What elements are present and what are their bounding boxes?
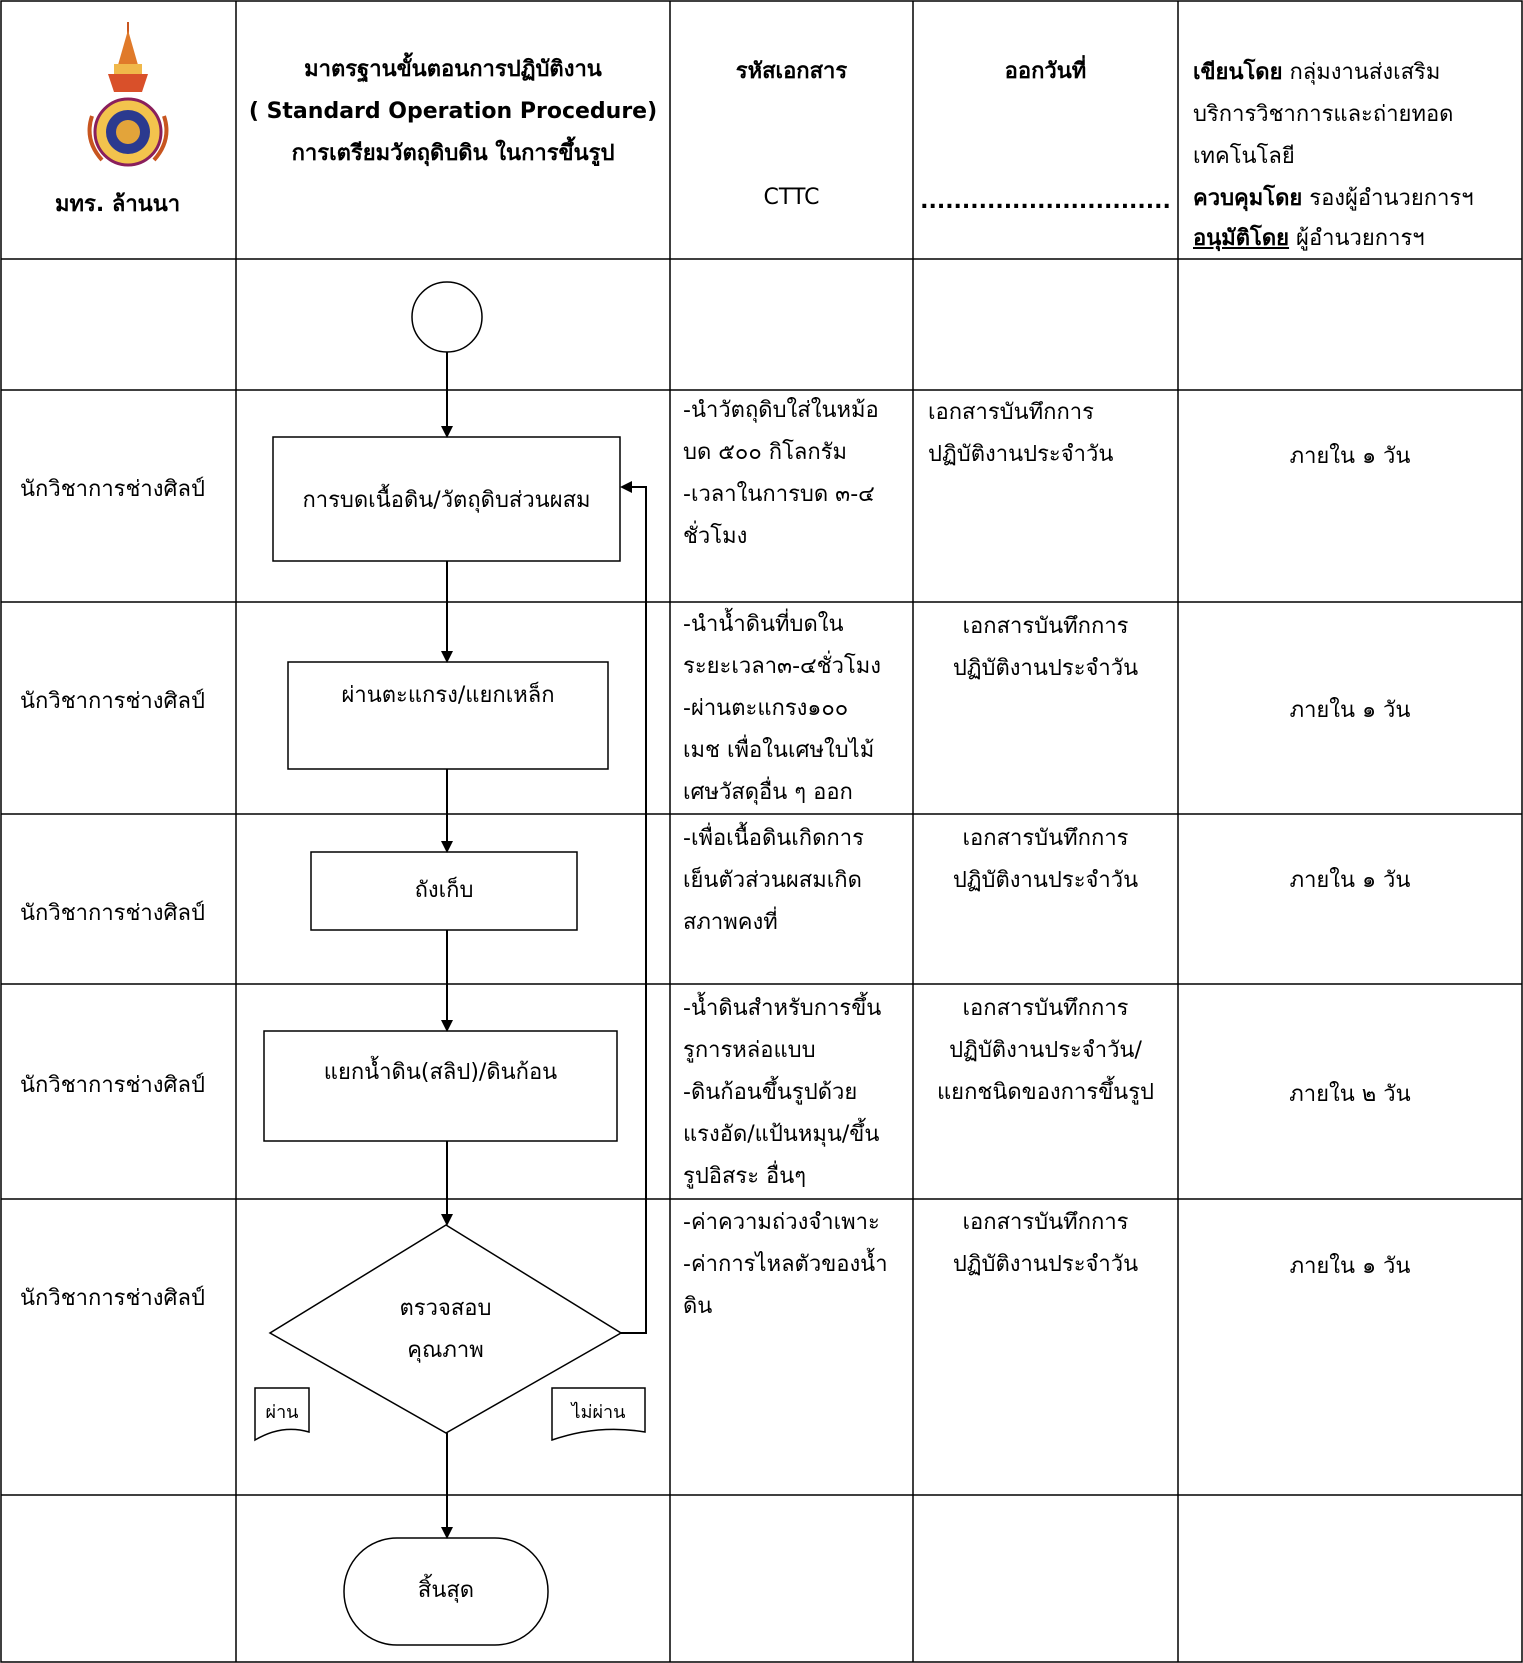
approved-by: อนุมัติโดย ผู้อำนวยการฯ [1193,218,1425,260]
approved-by-label: อนุมัติโดย [1193,226,1290,251]
doc-code-label: รหัสเอกสาร [735,59,848,84]
decision-label-line-2: คุณภาพ [407,1338,484,1363]
process-box-4 [263,1030,618,1142]
detail-1-line-4: ชั่วโมง [683,524,748,549]
title-line-1: มาตรฐานขั้นตอนการปฏิบัติงาน [304,57,602,82]
controlled-by-label: ควบคุมโดย [1193,186,1303,211]
detail-2-line-3: -ผ่านตะแกรง๑๐๐ [683,696,849,721]
document-4-line-3: แยกชนิดของการขึ้นรูป [937,1080,1154,1105]
document-2-line-2: ปฏิบัติงานประจำวัน [952,656,1139,681]
process-box-3 [310,851,578,931]
detail-4-line-3: -ดินก้อนขึ้นรูปด้วย [683,1080,858,1105]
written-by: เขียนโดย กลุ่มงานส่งเสริม [1193,52,1440,94]
start-circle [411,281,483,353]
process-box-2 [287,661,609,770]
approved-by-value: ผู้อำนวยการฯ [1296,226,1425,251]
document-3-line-1: เอกสารบันทึกการ [962,826,1129,851]
fail-label: ไม่ผ่าน [571,1402,626,1423]
role-step-1: นักวิชาการช่างศิลป์ [20,477,205,502]
duration-1: ภายใน ๑ วัน [1289,444,1411,469]
document-1-line-2: ปฏิบัติงานประจำวัน [928,442,1114,467]
detail-4-line-5: รูปอิสระ อื่นๆ [683,1164,807,1189]
process-label-2: ผ่านตะแกรง/แยกเหล็ก [341,683,555,708]
detail-1-line-2: บด ๕๐๐ กิโลกรัม [683,440,848,465]
controlled-by: ควบคุมโดย รองผู้อำนวยการฯ [1193,178,1474,220]
issue-date: .............................. [920,189,1171,214]
duration-3: ภายใน ๑ วัน [1289,868,1411,893]
role-step-4: นักวิชาการช่างศิลป์ [20,1073,205,1098]
detail-2-line-4: เมช เพื่อในเศษใบไม้ [683,738,875,763]
written-by-value-line-1: กลุ่มงานส่งเสริม [1289,60,1441,85]
detail-2-line-5: เศษวัสดุอื่น ๆ ออก [683,780,853,805]
document-2-line-1: เอกสารบันทึกการ [962,614,1129,639]
pass-label: ผ่าน [265,1402,299,1423]
document-4-line-1: เอกสารบันทึกการ [962,996,1129,1021]
document-1-line-1: เอกสารบันทึกการ [928,400,1094,425]
arrow-fail-loop [620,481,647,1334]
detail-3-line-2: เย็นตัวส่วนผสมเกิด [683,868,862,893]
detail-5-line-3: ดิน [683,1294,713,1319]
detail-1-line-3: -เวลาในการบด ๓-๔ [683,482,875,507]
role-step-5: นักวิชาการช่างศิลป์ [20,1286,205,1311]
detail-3-line-3: สภาพคงที่ [683,910,778,935]
written-by-value-line-2: บริการวิชาการและถ่ายทอด [1193,102,1454,127]
document-3-line-2: ปฏิบัติงานประจำวัน [952,868,1139,893]
document-5-line-1: เอกสารบันทึกการ [962,1210,1129,1235]
duration-2: ภายใน ๑ วัน [1289,698,1411,723]
end-label: สิ้นสุด [417,1578,475,1603]
pass-doc-shape [254,1387,310,1442]
issue-date-label: ออกวันที่ [1004,59,1087,84]
detail-5-line-2: -ค่าการไหลตัวของน้ำ [683,1252,888,1277]
document-4-line-2: ปฏิบัติงานประจำวัน/ [949,1038,1142,1063]
detail-2-line-1: -นำน้ำดินที่บดใน [683,612,844,637]
detail-1-line-1: -นำวัตถุดิบใส่ในหม้อ [683,398,879,423]
fail-doc-shape [551,1387,646,1442]
detail-3-line-1: -เพื่อเนื้อดินเกิดการ [683,826,864,851]
document-5-line-2: ปฏิบัติงานประจำวัน [952,1252,1139,1277]
written-by-label: เขียนโดย [1193,60,1283,85]
duration-4: ภายใน ๒ วัน [1289,1082,1411,1107]
decision-label-line-1: ตรวจสอบ [399,1296,492,1321]
role-step-2: นักวิชาการช่างศิลป์ [20,689,205,714]
title-line-3: การเตรียมวัตถุดิบดิน ในการขึ้นรูป [291,141,615,166]
process-label-3: ถังเก็บ [414,878,474,903]
detail-5-line-1: -ค่าความถ่วงจำเพาะ [683,1210,880,1235]
detail-2-line-2: ระยะเวลา๓-๔ชั่วโมง [683,654,882,679]
controlled-by-value: รองผู้อำนวยการฯ [1309,186,1474,211]
detail-4-line-2: รูการหล่อแบบ [683,1038,816,1063]
doc-code: CTTC [763,185,820,210]
title-line-2: ( Standard Operation Procedure) [248,99,658,124]
process-box-1 [272,436,621,562]
process-label-4: แยกน้ำดิน(สลิป)/ดินก้อน [323,1060,558,1085]
role-step-3: นักวิชาการช่างศิลป์ [20,901,205,926]
duration-5: ภายใน ๑ วัน [1289,1254,1411,1279]
process-label-1: การบดเนื้อดิน/วัตถุดิบส่วนผสม [302,488,591,513]
university-logo [87,22,169,167]
detail-4-line-1: -น้ำดินสำหรับการขึ้น [683,996,882,1021]
detail-4-line-4: แรงอัด/แป้นหมุน/ขึ้น [683,1122,880,1147]
org-name: มทร. ล้านนา [55,192,181,217]
written-by-value-line-3: เทคโนโลยี [1193,144,1295,169]
